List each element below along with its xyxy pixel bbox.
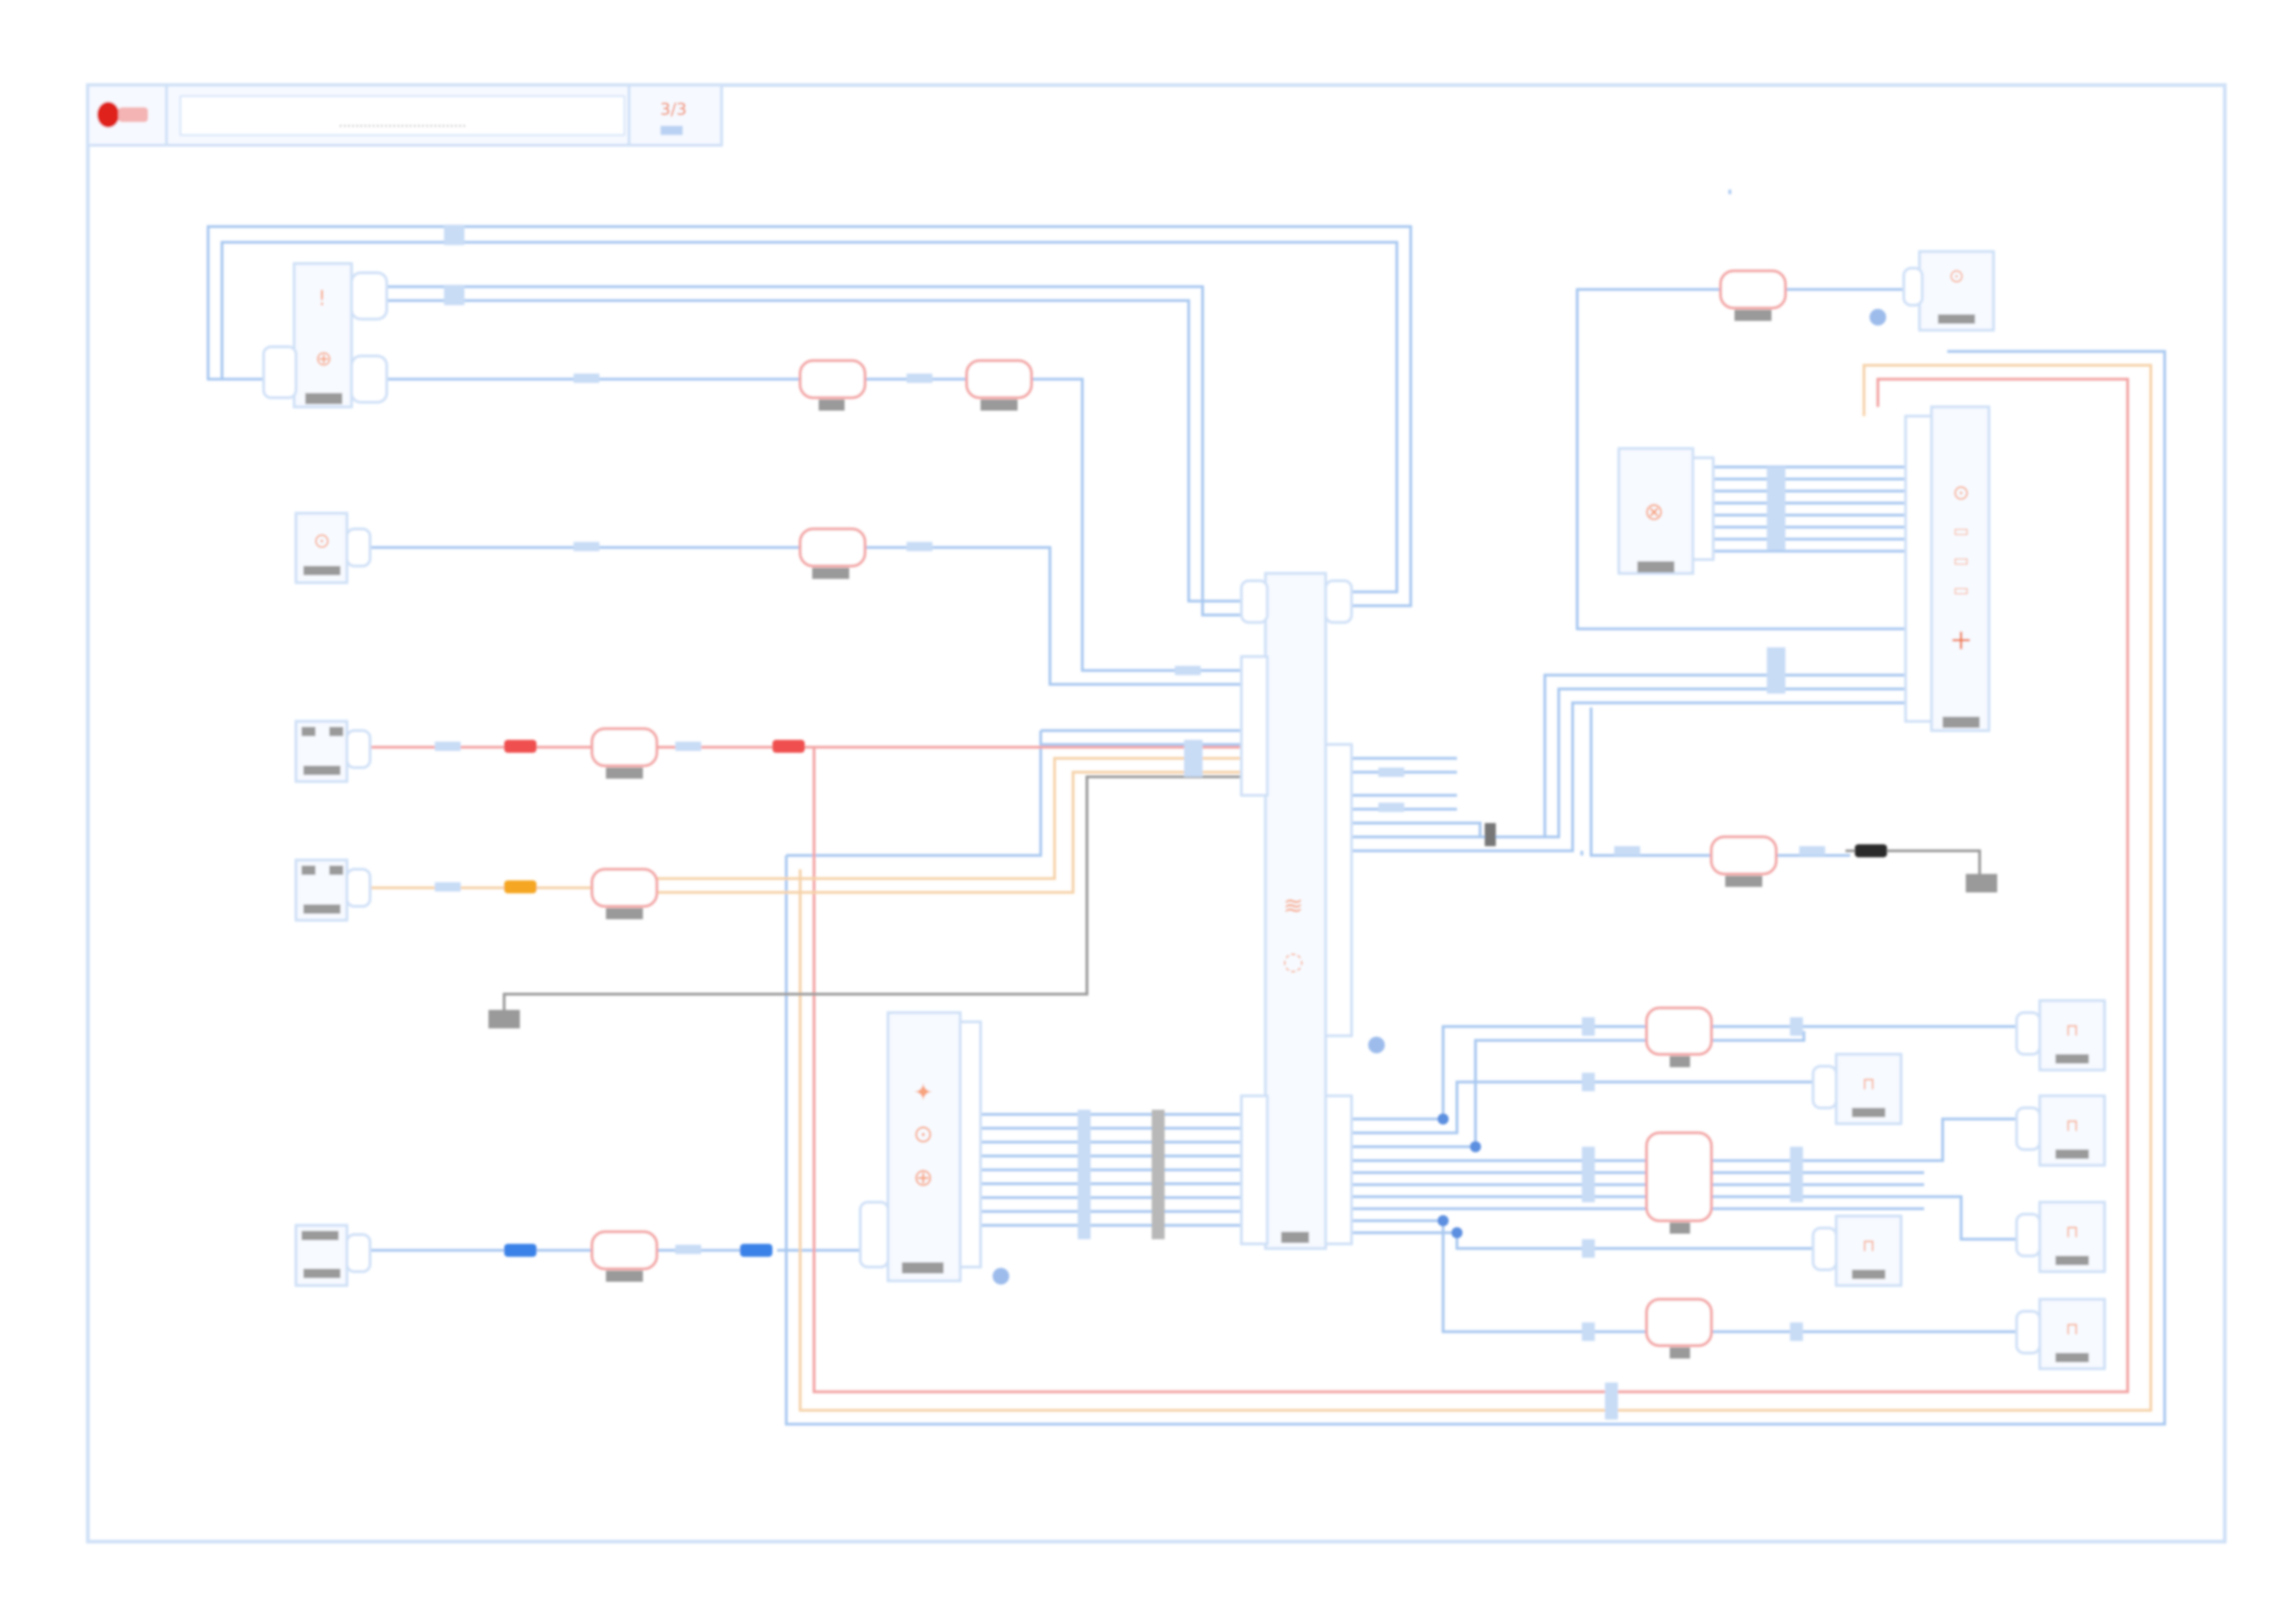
- ground-icon: [488, 874, 1997, 1028]
- sheet-number: 3/3: [660, 100, 687, 119]
- svg-text:⊙: ⊙: [1953, 482, 1969, 505]
- svg-text:✦: ✦: [913, 1079, 933, 1107]
- svg-text:≋: ≋: [1283, 892, 1303, 920]
- title-block: ............................... 3/3: [86, 83, 723, 147]
- svg-text:⊙: ⊙: [913, 1121, 933, 1149]
- actuator-group: ⊓ ⊓ ⊓ ⊓ ⊓ ⊓: [1811, 999, 2106, 1371]
- connector-icon: [590, 269, 1787, 1347]
- sensor-4: [294, 1223, 372, 1287]
- lower-left-module: ✦ ⊙ ⊕: [858, 1011, 982, 1283]
- central-unit: ≋ ◌: [1240, 572, 1353, 1250]
- svg-text:⊗: ⊗: [1644, 498, 1664, 526]
- inline-fuses: [504, 740, 1887, 1257]
- logo-icon: [97, 102, 148, 128]
- wire-tags: [435, 225, 1825, 1420]
- connector-labels: [606, 310, 1771, 1359]
- svg-text:⊙: ⊙: [314, 530, 330, 553]
- svg-text:⊙: ⊙: [1949, 264, 1965, 287]
- svg-text:⊓: ⊓: [1862, 1075, 1875, 1094]
- top-right-sensor: ⊙: [1902, 250, 1995, 332]
- svg-text:⊓: ⊓: [2066, 1116, 2079, 1136]
- sheet-frame: [86, 83, 2227, 1543]
- svg-text:!: !: [318, 288, 327, 311]
- blue-wires: [206, 190, 2166, 1426]
- sensor-2: [294, 719, 372, 783]
- sensor-3: [294, 858, 372, 922]
- svg-text:⊓: ⊓: [1862, 1236, 1875, 1256]
- svg-text:⊓: ⊓: [2066, 1320, 2079, 1339]
- svg-text:⊓: ⊓: [2066, 1021, 2079, 1040]
- svg-text:◌: ◌: [1283, 948, 1304, 976]
- svg-text:⊕: ⊕: [315, 348, 332, 371]
- right-top-component: ⊗: [1617, 447, 1715, 575]
- svg-text:▭: ▭: [1953, 522, 1969, 541]
- sensor-1: ⊙: [294, 511, 372, 584]
- svg-text:▭: ▭: [1953, 581, 1969, 600]
- fuse-block: ! ⊕: [262, 262, 389, 409]
- splice-dot-icon: [993, 309, 1886, 1285]
- svg-text:⊓: ⊓: [2066, 1223, 2079, 1242]
- diagram-title: ...............................: [339, 116, 466, 130]
- svg-text:⊕: ⊕: [913, 1164, 933, 1192]
- orange-wires: [365, 363, 2153, 1412]
- red-wires: [365, 377, 2129, 1394]
- svg-text:+: +: [1949, 624, 1972, 657]
- right-top-module: ⊙ ▭ ▭ ▭ +: [1904, 405, 1991, 732]
- gray-wires: [502, 775, 1981, 1013]
- svg-text:▭: ▭: [1953, 551, 1969, 571]
